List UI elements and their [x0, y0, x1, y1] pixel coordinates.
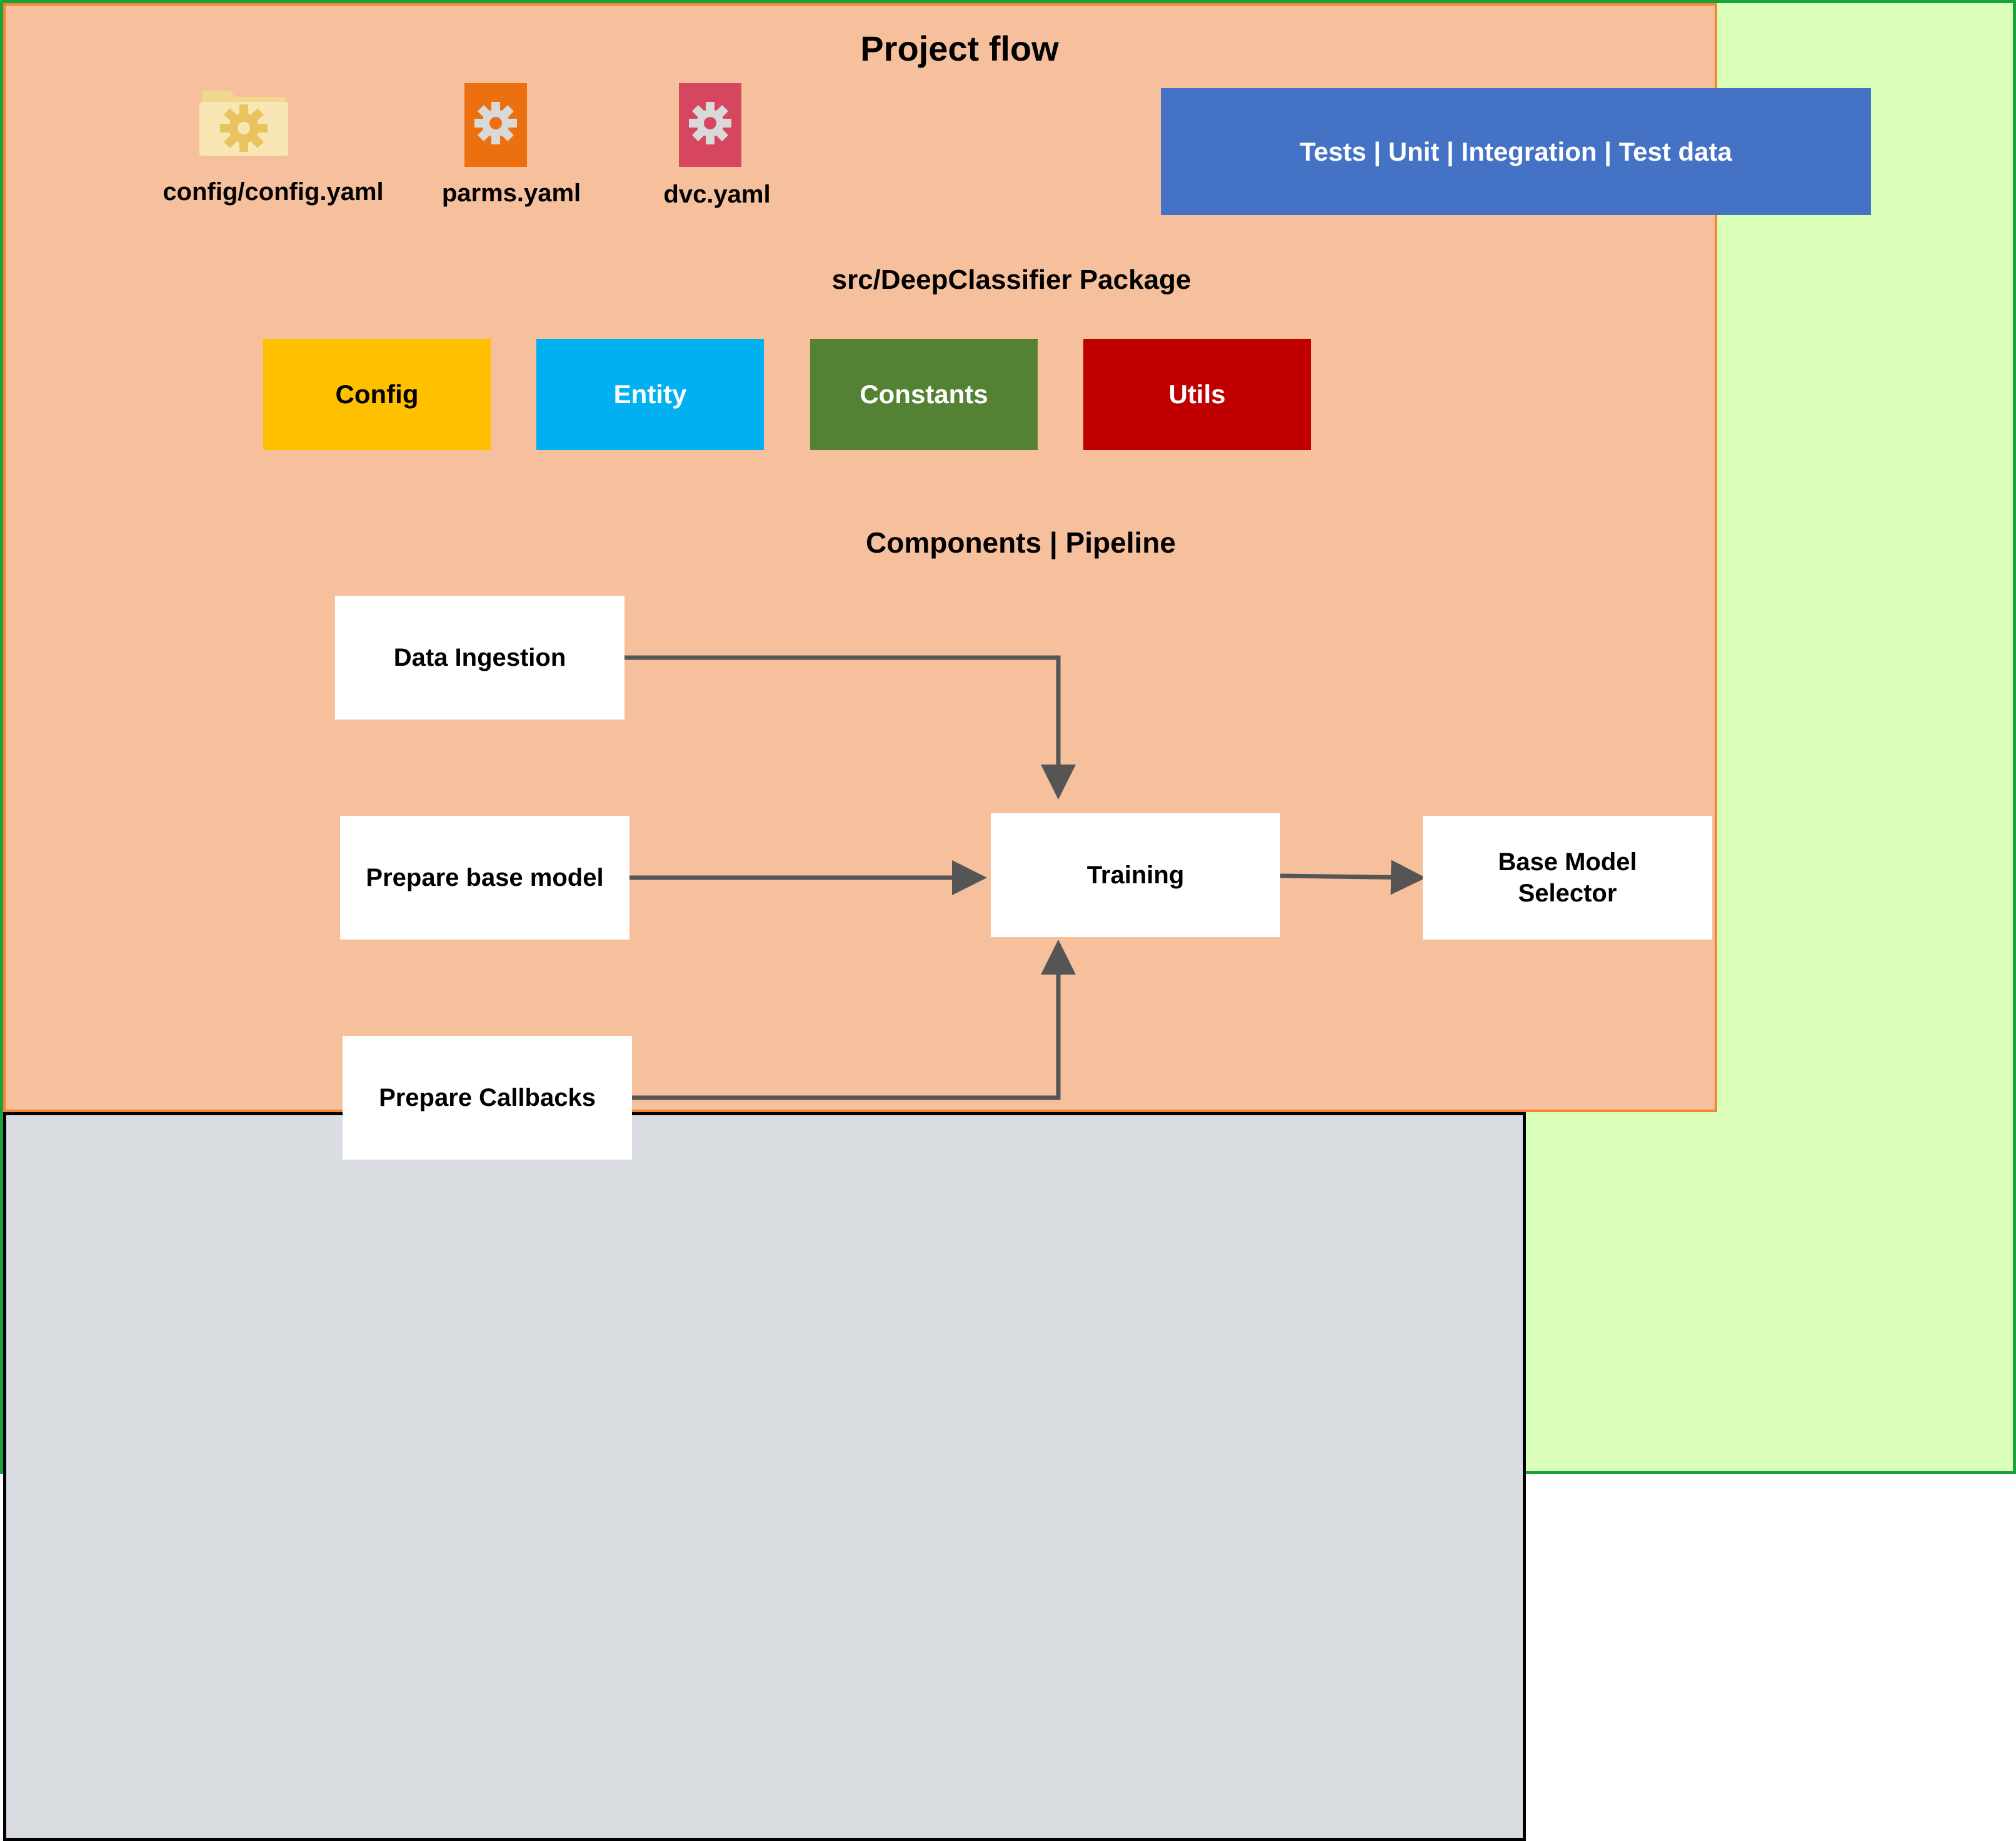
arrow-prepare-callbacks-to-training [632, 940, 1076, 1100]
base-model-selector-node: Base Model Selector [1423, 816, 1712, 940]
prepare-base-model-node: Prepare base model [340, 816, 629, 940]
tests-box: Tests | Unit | Integration | Test data [1161, 88, 1871, 215]
dvc-gear-icon [679, 83, 741, 167]
config-module: Config [263, 339, 491, 450]
parms-gear-icon [464, 83, 527, 167]
pipeline-title: Components | Pipeline [866, 526, 1176, 559]
arrow-data-ingestion-to-training [624, 655, 1076, 800]
dvc-file-label: dvc.yaml [663, 181, 771, 208]
utils-module: Utils [1083, 339, 1311, 450]
page-title: Project flow [860, 28, 1059, 68]
config-file-label: config/config.yaml [163, 178, 384, 206]
parms-file-label: parms.yaml [441, 179, 581, 207]
arrow-training-to-selector [1280, 860, 1426, 895]
data-ingestion-node: Data Ingestion [335, 596, 624, 720]
constants-module: Constants [810, 339, 1038, 450]
config-folder-icon [198, 82, 289, 157]
training-node: Training [991, 813, 1280, 937]
prepare-callbacks-node: Prepare Callbacks [343, 1036, 632, 1160]
flow-arrows [624, 655, 1426, 1100]
entity-module: Entity [536, 339, 764, 450]
package-title: src/DeepClassifier Package [831, 264, 1191, 295]
